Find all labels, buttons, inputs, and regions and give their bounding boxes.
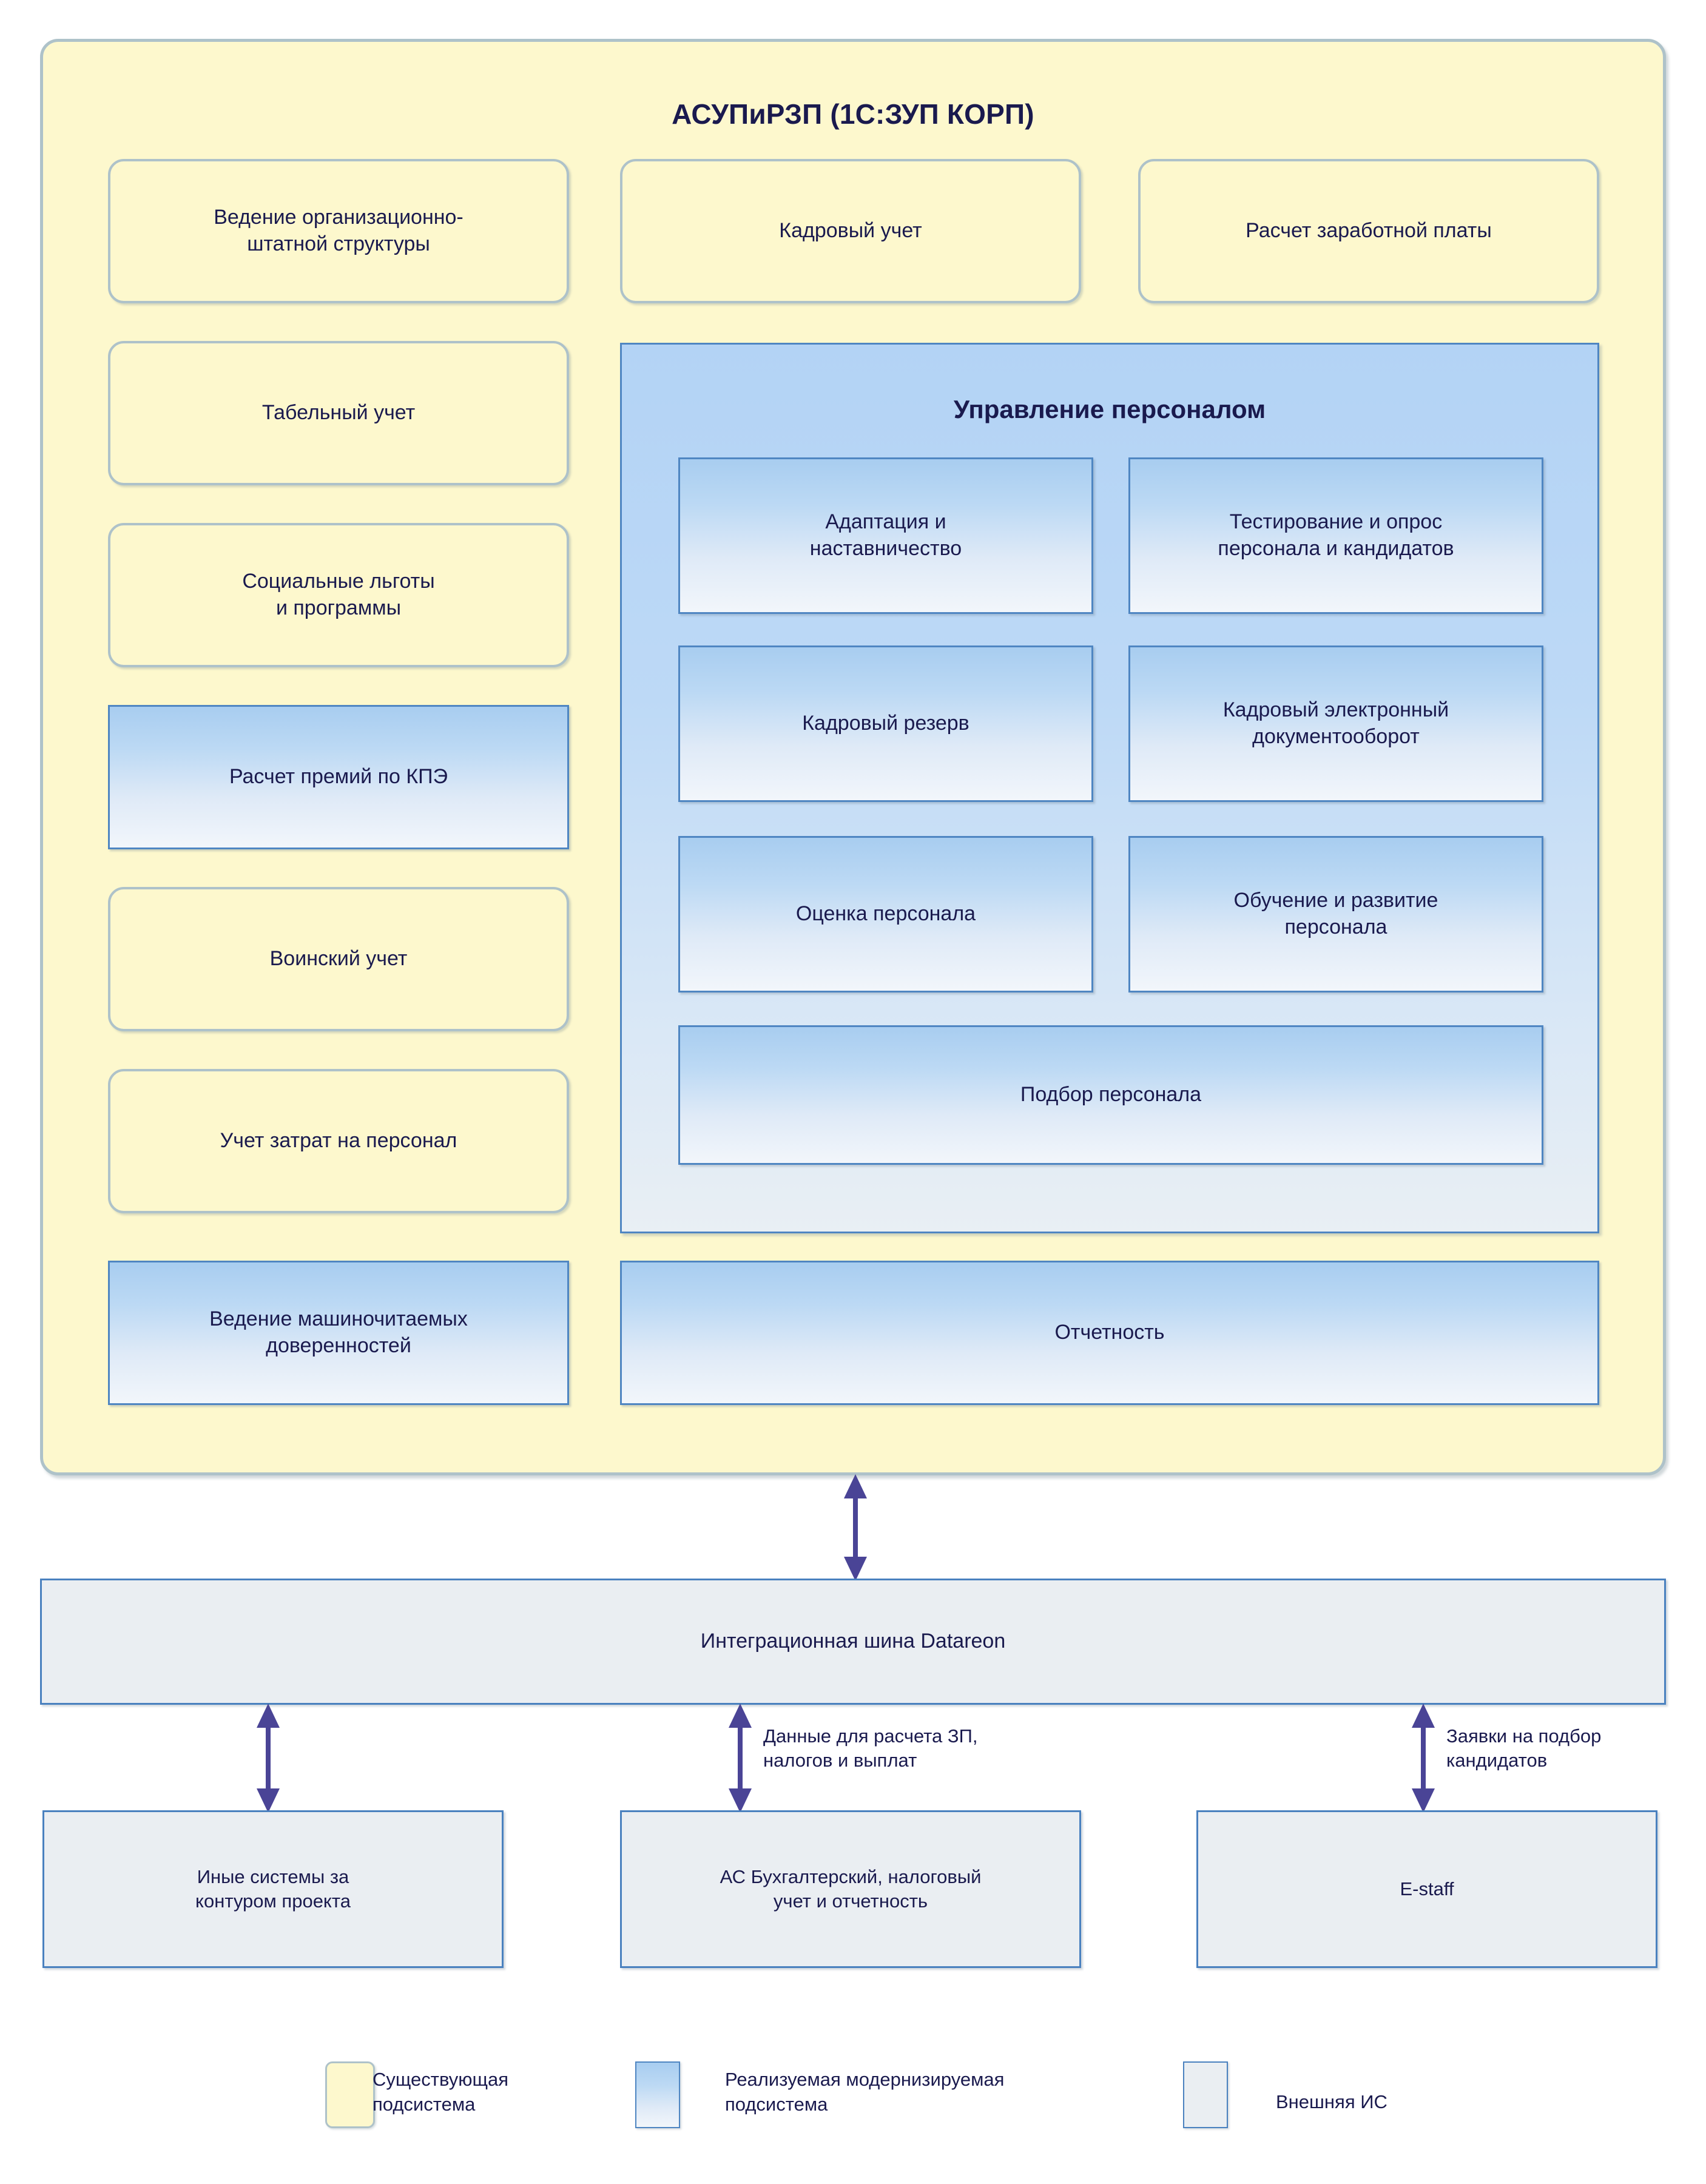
integration-bus[interactable]: Интеграционная шина Datareon (40, 1579, 1666, 1705)
main-system-title: АСУПиРЗП (1С:ЗУП КОРП) (672, 98, 1034, 130)
module-training-development[interactable]: Обучение и развитие персонала (1128, 836, 1543, 993)
module-social-benefits[interactable]: Социальные льготы и программы (108, 523, 569, 667)
module-org-structure[interactable]: Ведение организационно- штатной структур… (108, 159, 569, 303)
edge-label-candidate-requests: Заявки на подбор кандидатов (1446, 1725, 1602, 1771)
external-system-accounting[interactable]: АС Бухгалтерский, налоговый учет и отчет… (620, 1810, 1081, 1968)
module-timesheet[interactable]: Табельный учет (108, 341, 569, 485)
hr-management-title: Управление персоналом (953, 395, 1266, 423)
legend-swatch-modernized (635, 2061, 680, 2128)
legend-swatch-external (1183, 2061, 1228, 2128)
module-talent-pool[interactable]: Кадровый резерв (678, 645, 1093, 802)
module-hr-edm[interactable]: Кадровый электронный документооборот (1128, 645, 1543, 802)
module-personnel-costs[interactable]: Учет затрат на персонал (108, 1069, 569, 1213)
arrow-bus-to-other-systems (250, 1704, 286, 1813)
module-hr-accounting[interactable]: Кадровый учет (620, 159, 1081, 303)
arrow-bus-to-estaff (1405, 1704, 1441, 1813)
legend-label-existing: Существующая подсистема (373, 2069, 509, 2115)
external-system-estaff[interactable]: E-staff (1196, 1810, 1657, 1968)
arrow-bus-to-accounting (722, 1704, 758, 1813)
module-recruitment[interactable]: Подбор персонала (678, 1025, 1543, 1165)
arrow-main-to-bus (837, 1474, 874, 1581)
module-adaptation-mentoring[interactable]: Адаптация и наставничество (678, 457, 1093, 614)
module-reporting[interactable]: Отчетность (620, 1261, 1599, 1405)
legend-label-modernized: Реализуемая модернизируемая подсистема (725, 2069, 1005, 2115)
module-payroll[interactable]: Расчет заработной платы (1138, 159, 1599, 303)
external-system-other[interactable]: Иные системы за контуром проекта (42, 1810, 504, 1968)
module-personnel-assessment[interactable]: Оценка персонала (678, 836, 1093, 993)
edge-label-payroll-data: Данные для расчета ЗП, налогов и выплат (763, 1725, 978, 1771)
legend-label-external: Внешняя ИС (1276, 2091, 1387, 2112)
module-testing-surveys[interactable]: Тестирование и опрос персонала и кандида… (1128, 457, 1543, 614)
module-military-registration[interactable]: Воинский учет (108, 887, 569, 1031)
legend-swatch-existing (325, 2061, 375, 2128)
module-kpi-bonus[interactable]: Расчет премий по КПЭ (108, 705, 569, 849)
module-machine-readable-powers[interactable]: Ведение машиночитаемых доверенностей (108, 1261, 569, 1405)
